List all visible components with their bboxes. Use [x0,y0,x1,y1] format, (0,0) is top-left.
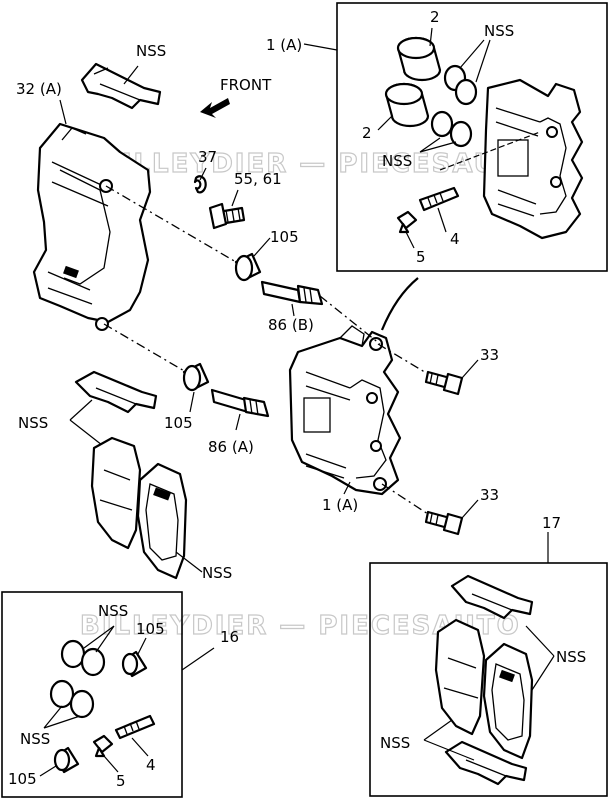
callout-nss-bl-a: NSS [98,602,128,620]
caliper-bracket [32,122,152,331]
callout-16: 16 [220,628,239,646]
inset-caliper-kit [336,2,608,272]
front-label: FRONT [220,76,272,94]
bleeder-cap [396,210,418,234]
bracket-bolt [208,202,246,230]
inset-pad-kit [369,532,608,797]
pad-clip-left [74,370,158,414]
caliper-body-main [288,325,402,496]
kit-bleeder-cap [92,734,114,758]
brake-pad-outer [90,436,142,550]
slide-bushing-upper [234,252,262,282]
piston-lower [384,82,430,128]
watermark-upper: BILLEYDIER — PIECESAUTO [100,149,541,179]
guide-pin-b [260,280,324,306]
callout-4-bl: 4 [146,756,156,774]
lock-washer [193,175,207,194]
kit-bushing-left [53,746,80,774]
bleeder-screw [418,186,460,212]
callout-55-61: 55, 61 [234,170,282,188]
callout-nss-top-right-a: NSS [484,22,514,40]
kit-clip-top [450,574,534,620]
kit-seals [49,639,106,719]
pad-clip-top [80,62,162,110]
caliper-bolt-upper [424,370,464,396]
callout-86a: 86 (A) [208,438,254,456]
callout-1a-top: 1 (A) [266,36,302,54]
caliper-bolt-lower [424,510,464,536]
callout-33-upper: 33 [480,346,499,364]
brake-pad-inner [136,462,188,580]
callout-5-bl: 5 [116,772,126,790]
callout-32a: 32 (A) [16,80,62,98]
callout-nss-top-right-b: NSS [382,152,412,170]
callout-5-top: 5 [416,248,426,266]
kit-bushing-right [121,650,148,678]
callout-86b: 86 (B) [268,316,314,334]
piston-upper [396,36,442,82]
guide-pin-a [210,388,270,418]
callout-nss-pads: NSS [202,564,232,582]
callout-nss-br-a: NSS [556,648,586,666]
callout-33-lower: 33 [480,486,499,504]
callout-105-bl-a: 105 [136,620,165,638]
callout-nss-top-left: NSS [136,42,166,60]
inset-seal-kit [1,591,215,798]
callout-105-bl-b: 105 [8,770,37,788]
callout-105-lower: 105 [164,414,193,432]
callout-17: 17 [542,514,561,532]
callout-nss-bl-b: NSS [20,730,50,748]
callout-2-mid: 2 [362,124,372,142]
callout-4-top: 4 [450,230,460,248]
caliper-body-inset [482,78,584,240]
callout-37: 37 [198,148,217,166]
seal-rings-top-right [430,64,478,148]
kit-bleeder-screw [114,714,156,740]
front-arrow: FRONT [200,76,272,118]
kit-pad-outer [434,618,486,736]
kit-pad-inner [482,642,534,760]
callout-1a-mid: 1 (A) [322,496,358,514]
callout-105-upper: 105 [270,228,299,246]
kit-clip-bottom [444,740,528,786]
callout-nss-br-b: NSS [380,734,410,752]
callout-2-top: 2 [430,8,440,26]
slide-bushing-lower [182,362,210,392]
callout-nss-left: NSS [18,414,48,432]
